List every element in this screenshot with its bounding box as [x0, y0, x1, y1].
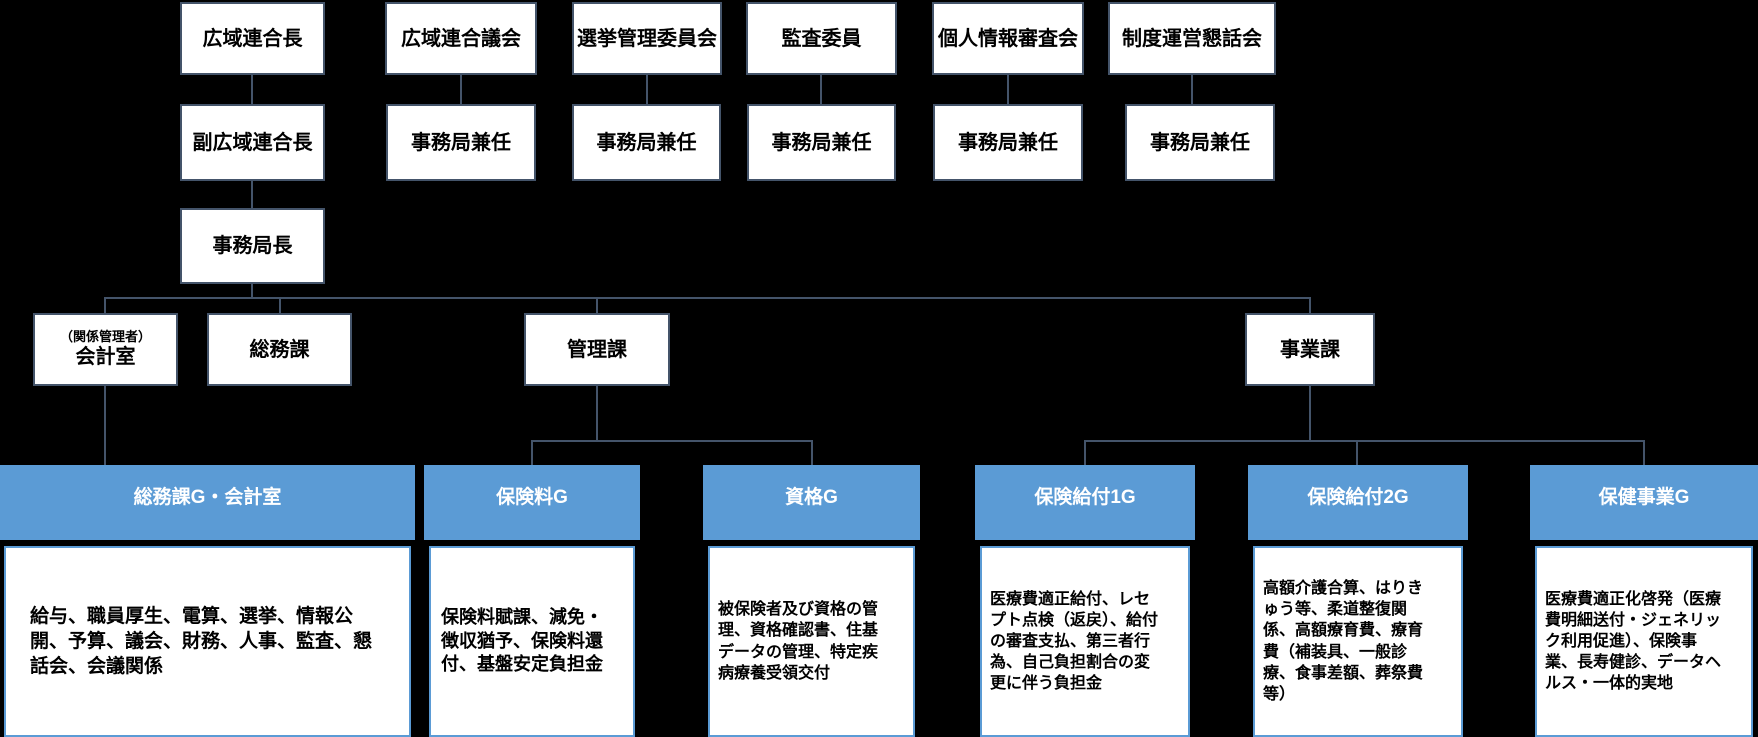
group-header-soumuka-g-kaikeishitsu: 総務課G・会計室 [0, 465, 415, 540]
connector [279, 299, 281, 313]
connector [1191, 75, 1193, 104]
group-header-hokenryou-g: 保険料G [424, 465, 640, 540]
group-body-text: 医療費適正給付、レセプト点検（返戻）、給付の審査支払、第三者行為、自己負担割合の… [990, 590, 1159, 693]
connector [531, 442, 533, 465]
group-header-label: 保険料G [496, 487, 568, 508]
box-jimukyokucho: 事務局長 [180, 208, 325, 284]
group-header-hoken-kyuufu-1g: 保険給付1G [975, 465, 1195, 540]
group-body-text: 給与、職員厚生、電算、選挙、情報公開、予算、議会、財務、人事、監査、懇話会、会議… [30, 605, 373, 678]
connector [460, 75, 462, 104]
box-kouiki-rengocho-label: 広域連合長 [202, 27, 303, 50]
connector [596, 299, 598, 313]
box-jimukyoku-kennin-1: 事務局兼任 [386, 104, 536, 181]
group-body-shikaku-g: 被保険者及び資格の管理、資格確認書、住基データの管理、特定疾病療養受領交付 [708, 546, 915, 737]
box-fuku-kouiki-rengocho-label: 副広域連合長 [192, 131, 313, 154]
connector [251, 284, 253, 298]
box-jimukyoku-kennin-2: 事務局兼任 [572, 104, 721, 181]
box-jimukyoku-kennin-4: 事務局兼任 [933, 104, 1083, 181]
group-body-hokenryou-g: 保険料賦課、減免・徴収猶予、保険料還付、基盤安定負担金 [429, 546, 635, 737]
connector [596, 386, 598, 442]
box-kouiki-rengocho: 広域連合長 [180, 2, 325, 75]
box-kaikeishitsu-label: 会計室 [75, 345, 136, 368]
connector [1309, 386, 1311, 442]
connector [104, 386, 106, 465]
box-jimukyoku-kennin-1-label: 事務局兼任 [411, 131, 511, 154]
box-kojin-jouhou-shinsakai: 個人情報審査会 [932, 2, 1084, 75]
box-kanrika: 管理課 [524, 313, 670, 386]
connector [1007, 75, 1009, 104]
box-kaikeishitsu-note: （関係管理者） [59, 329, 151, 345]
group-body-hoken-kyuufu-2g: 高額介護合算、はりきゅう等、柔道整復関係、高額療育費、療育費（補装具、一般診療、… [1253, 546, 1463, 737]
group-body-text: 保険料賦課、減免・徴収猶予、保険料還付、基盤安定負担金 [441, 606, 603, 675]
box-jigyouka-label: 事業課 [1280, 338, 1340, 361]
box-jimukyoku-kennin-5: 事務局兼任 [1125, 104, 1275, 181]
box-jimukyokucho-label: 事務局長 [212, 235, 293, 257]
connector [1643, 442, 1645, 465]
connector [811, 442, 813, 465]
group-body-text: 被保険者及び資格の管理、資格確認書、住基データの管理、特定疾病療養受領交付 [718, 601, 879, 682]
box-senkyo-kanri-iinkai-label: 選挙管理委員会 [577, 27, 717, 50]
box-kansa-iin: 監査委員 [746, 2, 897, 75]
connector [251, 75, 253, 104]
box-seido-unei-konwakai-label: 制度運営懇話会 [1122, 27, 1262, 50]
box-jimukyoku-kennin-3-label: 事務局兼任 [771, 131, 872, 154]
connector [104, 299, 106, 313]
connector [820, 75, 822, 104]
connector [531, 440, 813, 442]
box-soumuka: 総務課 [207, 313, 352, 386]
connector [1309, 299, 1311, 313]
box-fuku-kouiki-rengocho: 副広域連合長 [180, 104, 325, 181]
box-jimukyoku-kennin-5-label: 事務局兼任 [1150, 131, 1250, 154]
box-jigyouka: 事業課 [1245, 313, 1375, 386]
box-kouiki-rengou-gikai: 広域連合議会 [385, 2, 537, 75]
box-soumuka-label: 総務課 [249, 338, 310, 361]
group-header-label: 保険給付1G [1034, 487, 1136, 508]
connector [1084, 442, 1086, 465]
group-body-hoken-jigyou-g: 医療費適正化啓発（医療費明細送付・ジェネリック利用促進）、保険事業、長寿健診、デ… [1535, 546, 1753, 737]
connector [251, 181, 253, 208]
connector [646, 75, 648, 104]
group-body-text: 高額介護合算、はりきゅう等、柔道整復関係、高額療育費、療育費（補装具、一般診療、… [1263, 580, 1424, 703]
box-kansa-iin-label: 監査委員 [781, 27, 862, 50]
group-header-hoken-jigyou-g: 保健事業G [1530, 465, 1758, 540]
connector [104, 297, 1311, 299]
group-header-hoken-kyuufu-2g: 保険給付2G [1248, 465, 1468, 540]
group-header-label: 保険給付2G [1307, 487, 1409, 508]
box-jimukyoku-kennin-2-label: 事務局兼任 [596, 131, 697, 154]
group-body-soumuka-g-kaikeishitsu: 給与、職員厚生、電算、選挙、情報公開、予算、議会、財務、人事、監査、懇話会、会議… [4, 546, 411, 737]
group-body-hoken-kyuufu-1g: 医療費適正給付、レセプト点検（返戻）、給付の審査支払、第三者行為、自己負担割合の… [980, 546, 1190, 737]
connector [1084, 440, 1645, 442]
box-kojin-jouhou-shinsakai-label: 個人情報審査会 [938, 27, 1078, 50]
group-header-label: 資格G [785, 487, 838, 508]
box-senkyo-kanri-iinkai: 選挙管理委員会 [572, 2, 722, 75]
box-kanrika-label: 管理課 [567, 338, 627, 361]
box-jimukyoku-kennin-3: 事務局兼任 [747, 104, 896, 181]
connector [1356, 442, 1358, 465]
group-header-label: 総務課G・会計室 [133, 487, 282, 508]
box-seido-unei-konwakai: 制度運営懇話会 [1108, 2, 1276, 75]
box-jimukyoku-kennin-4-label: 事務局兼任 [958, 131, 1058, 154]
box-kaikeishitsu: （関係管理者） 会計室 [33, 313, 178, 386]
group-header-label: 保健事業G [1598, 487, 1690, 508]
group-header-shikaku-g: 資格G [703, 465, 920, 540]
group-body-text: 医療費適正化啓発（医療費明細送付・ジェネリック利用促進）、保険事業、長寿健診、デ… [1545, 590, 1722, 693]
box-kouiki-rengou-gikai-label: 広域連合議会 [401, 27, 521, 50]
